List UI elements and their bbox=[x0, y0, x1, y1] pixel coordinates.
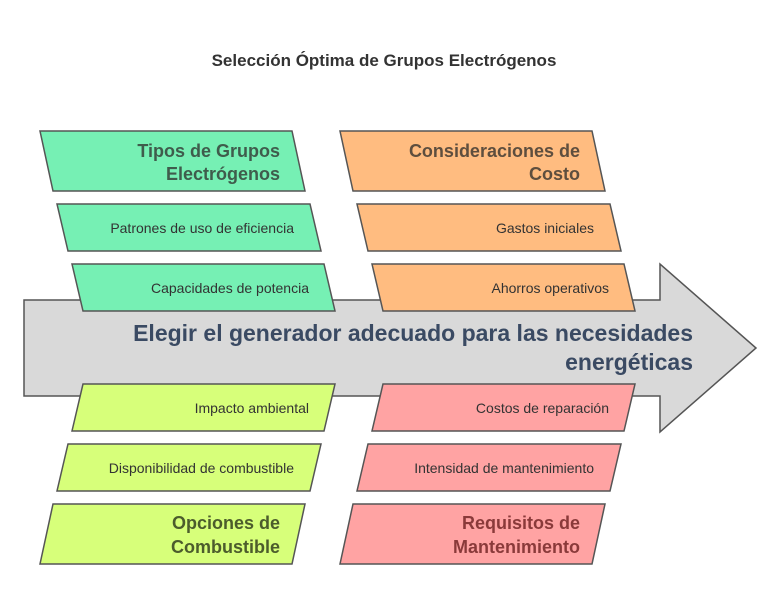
tipos-item-2-label: Capacidades de potencia bbox=[151, 280, 309, 296]
combustible-heading-line2: Combustible bbox=[171, 537, 280, 557]
mantenimiento-item-2-label: Intensidad de mantenimiento bbox=[414, 460, 594, 476]
costo-heading-line2: Costo bbox=[529, 164, 580, 184]
tipos-heading-box bbox=[39, 130, 306, 192]
diagram-title: Selección Óptima de Grupos Electrógenos bbox=[212, 51, 557, 70]
costo-item-2-label: Ahorros operativos bbox=[491, 280, 609, 296]
combustible-item-1-box bbox=[71, 383, 336, 432]
spine-label-line1: Elegir el generador adecuado para las ne… bbox=[133, 320, 693, 346]
costo-item-1-box bbox=[356, 203, 622, 252]
combustible-item-2-box bbox=[56, 443, 322, 492]
combustible-item-2-label: Disponibilidad de combustible bbox=[109, 460, 294, 476]
costo-heading-box bbox=[339, 130, 606, 192]
mantenimiento-heading-box bbox=[339, 503, 606, 565]
tipos-heading-line2: Electrógenos bbox=[166, 164, 280, 184]
combustible-heading-box bbox=[39, 503, 306, 565]
combustible-heading-line1: Opciones de bbox=[172, 513, 280, 533]
mantenimiento-item-2-box bbox=[356, 443, 622, 492]
costo-heading-line1: Consideraciones de bbox=[409, 141, 580, 161]
mantenimiento-heading-line1: Requisitos de bbox=[462, 513, 580, 533]
costo-item-2-box bbox=[371, 263, 636, 312]
mantenimiento-item-1-box bbox=[371, 383, 636, 432]
spine-label-line2: energéticas bbox=[565, 349, 693, 375]
costo-item-1-label: Gastos iniciales bbox=[496, 220, 594, 236]
tipos-item-1-label: Patrones de uso de eficiencia bbox=[110, 220, 294, 236]
tipos-heading-line1: Tipos de Grupos bbox=[137, 141, 280, 161]
combustible-item-1-label: Impacto ambiental bbox=[195, 400, 309, 416]
tipos-item-2-box bbox=[71, 263, 336, 312]
tipos-item-1-box bbox=[56, 203, 322, 252]
mantenimiento-item-1-label: Costos de reparación bbox=[476, 400, 609, 416]
mantenimiento-heading-line2: Mantenimiento bbox=[453, 537, 580, 557]
